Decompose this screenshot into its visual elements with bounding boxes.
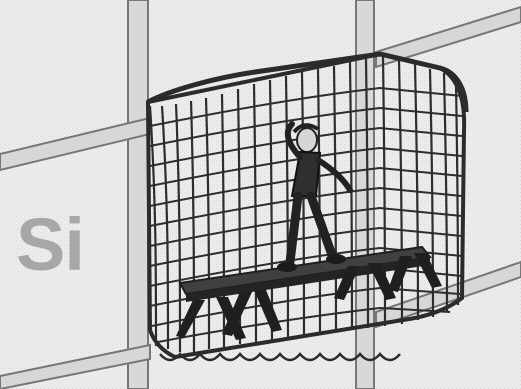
overlay-text: Si bbox=[16, 208, 84, 282]
worker-head bbox=[297, 128, 317, 152]
pipe-left bbox=[128, 0, 148, 389]
worker-right-boot bbox=[326, 254, 346, 264]
worker-left-boot bbox=[277, 262, 297, 272]
